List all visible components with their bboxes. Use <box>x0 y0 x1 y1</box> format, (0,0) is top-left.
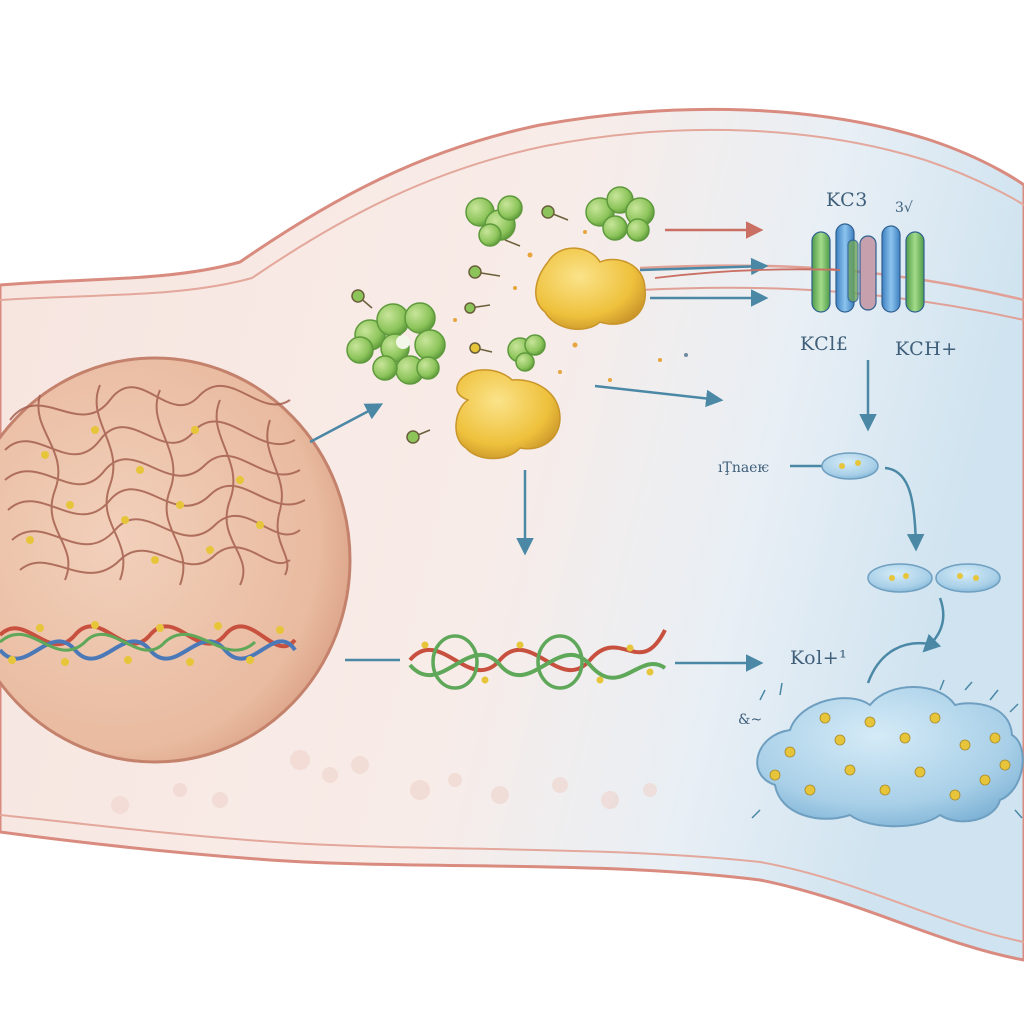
gold-protein-icon-2 <box>455 369 561 460</box>
condensate-ticks <box>751 679 1023 819</box>
condensate-dots <box>769 712 1011 801</box>
channel-top-mark: 3√ <box>895 200 913 216</box>
cluster-highlight <box>396 335 410 349</box>
cell-membrane-lower-inner <box>0 814 1024 943</box>
arrow-icon <box>866 641 931 684</box>
cloud-mark-label: &~ <box>738 712 762 728</box>
nucleus-output-label: Kol+¹ <box>790 647 847 669</box>
side-note-label: ıŢnaeѥ <box>718 460 769 476</box>
arrow-icon <box>884 466 925 552</box>
membrane-arrow-line <box>654 268 841 279</box>
arrow-icon <box>309 403 384 444</box>
channel-left-label: KCl£ <box>800 333 848 355</box>
ion-channel-icon <box>811 223 925 313</box>
cytoplasm-texture <box>111 750 657 814</box>
dna-beads-cytoplasm <box>421 641 654 684</box>
arrows <box>309 257 945 684</box>
chromatin-beads <box>26 426 264 564</box>
green-protein-cluster-icon <box>346 186 655 385</box>
cell-membrane-inner <box>0 128 1024 301</box>
arrow-icon <box>922 597 945 653</box>
channel-right-label: KCH+ <box>895 338 958 360</box>
channel-top-label: KC3 <box>826 189 868 211</box>
ligand-icons <box>351 205 569 444</box>
particle-specks <box>453 230 688 382</box>
gold-protein-icon <box>535 247 646 330</box>
arrow-icon <box>639 257 769 276</box>
arrow-icon <box>594 384 724 408</box>
vesicle-dots <box>839 460 979 581</box>
chromatin-icon <box>4 384 306 586</box>
dna-beads-nucleus <box>8 621 284 666</box>
vesicle-icon <box>821 452 1001 593</box>
